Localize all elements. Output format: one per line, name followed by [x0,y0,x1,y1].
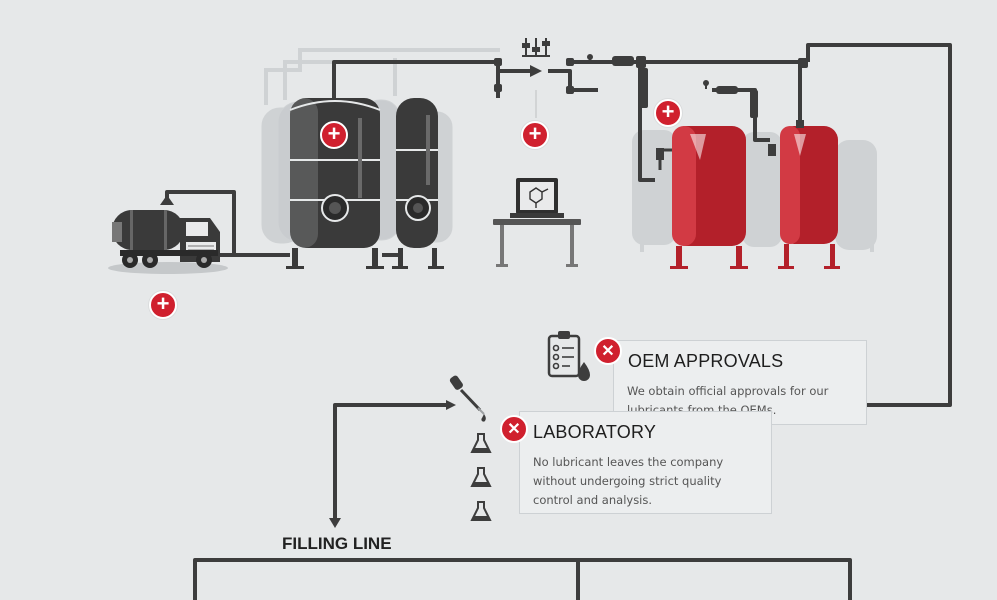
close-icon: ✕ [507,421,521,438]
hotspot-storage-tanks-button[interactable]: + [320,121,348,149]
plus-icon: + [327,121,341,146]
hotspot-delivery-truck-button[interactable]: + [149,291,177,319]
mixer-sliders-icon [522,38,550,57]
laboratory-card: LABORATORY No lubricant leaves the compa… [519,411,772,514]
flow-arrows [160,65,542,528]
clipboard-checklist-oil-drop-icon [547,331,590,381]
close-oem-approvals-button[interactable]: ✕ [594,337,622,365]
close-icon: ✕ [601,343,615,360]
hotspot-blending-tanks-button[interactable]: + [654,99,682,127]
plus-icon: + [156,291,170,316]
oem-approvals-title: OEM APPROVALS [628,351,784,371]
ghost-pipes-left [264,48,500,105]
close-laboratory-button[interactable]: ✕ [500,415,528,443]
tanker-truck-icon [108,210,228,274]
laptop-molecule-icon [493,178,581,267]
oem-approvals-card: OEM APPROVALS We obtain official approva… [613,340,867,425]
pipette-icon [449,375,486,422]
erlenmeyer-flask-icon [470,501,492,521]
storage-tank-small [392,98,444,269]
erlenmeyer-flask-icon [470,433,492,453]
pipe-joints [494,56,808,118]
ghost-tanks-right [632,130,877,252]
laboratory-title: LABORATORY [533,422,657,442]
mixing-tank-red-small [768,120,840,269]
valve-icon [587,54,709,89]
erlenmeyer-flask-icon [470,467,492,487]
hotspot-mixing-control-button[interactable]: + [521,121,549,149]
mixing-tank-red-large [656,126,748,269]
laboratory-text: No lubricant leaves the company without … [533,455,724,507]
storage-tank-large [286,98,384,269]
plus-icon: + [528,121,542,146]
plus-icon: + [661,99,675,124]
filling-line-label: FILLING LINE [282,534,392,553]
